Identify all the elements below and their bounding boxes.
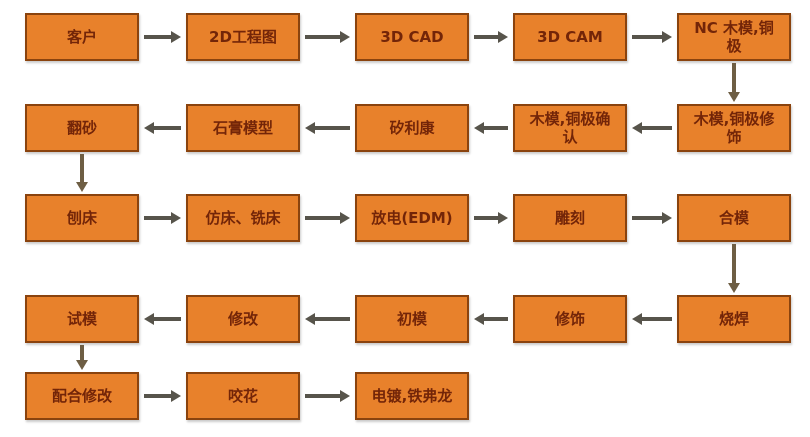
- flow-node-planer: 刨床: [25, 194, 139, 242]
- arrow-down-icon: [76, 154, 88, 192]
- flow-node-silicone: 矽利康: [355, 104, 469, 152]
- arrow-shaft: [732, 244, 736, 284]
- flow-node-3d-cad: 3D CAD: [355, 13, 469, 61]
- flow-node-wood-copper-trim: 木模,铜极修饰: [677, 104, 791, 152]
- flow-node-engraving: 雕刻: [513, 194, 627, 242]
- arrow-head: [632, 122, 642, 134]
- flow-node-modification: 修改: [186, 295, 300, 343]
- arrow-shaft: [144, 216, 172, 220]
- arrow-head: [76, 360, 88, 370]
- flow-node-customer: 客户: [25, 13, 139, 61]
- arrow-shaft: [632, 35, 663, 39]
- arrow-left-icon: [474, 313, 508, 325]
- arrow-right-icon: [632, 31, 672, 43]
- arrow-down-icon: [728, 244, 740, 293]
- arrow-right-icon: [632, 212, 672, 224]
- arrow-head: [171, 31, 181, 43]
- arrow-head: [340, 212, 350, 224]
- arrow-head: [662, 212, 672, 224]
- arrow-shaft: [80, 154, 84, 183]
- arrow-right-icon: [144, 390, 181, 402]
- arrow-shaft: [474, 35, 499, 39]
- arrow-shaft: [641, 126, 672, 130]
- arrow-shaft: [483, 126, 508, 130]
- arrow-shaft: [483, 317, 508, 321]
- flow-node-nc-wood-copper: NC 木模,铜极: [677, 13, 791, 61]
- flow-node-fitting-modify: 配合修改: [25, 372, 139, 420]
- arrow-head: [76, 182, 88, 192]
- flow-node-3d-cam: 3D CAM: [513, 13, 627, 61]
- arrow-right-icon: [305, 31, 350, 43]
- arrow-head: [498, 31, 508, 43]
- arrow-right-icon: [144, 31, 181, 43]
- arrow-left-icon: [305, 313, 350, 325]
- arrow-shaft: [153, 126, 181, 130]
- arrow-shaft: [474, 216, 499, 220]
- arrow-shaft: [153, 317, 181, 321]
- arrow-shaft: [732, 63, 736, 93]
- arrow-head: [305, 313, 315, 325]
- flow-node-first-mold: 初模: [355, 295, 469, 343]
- flow-node-mold-trial: 试模: [25, 295, 139, 343]
- arrow-shaft: [641, 317, 672, 321]
- arrow-left-icon: [144, 122, 181, 134]
- arrow-head: [662, 31, 672, 43]
- arrow-head: [498, 212, 508, 224]
- arrow-head: [171, 390, 181, 402]
- flow-node-2d-drawing: 2D工程图: [186, 13, 300, 61]
- arrow-shaft: [144, 394, 172, 398]
- arrow-right-icon: [474, 212, 508, 224]
- arrow-shaft: [144, 35, 172, 39]
- flow-node-plating-teflon: 电镀,铁弗龙: [355, 372, 469, 420]
- flow-node-texturing: 咬花: [186, 372, 300, 420]
- arrow-down-icon: [728, 63, 740, 102]
- arrow-head: [474, 122, 484, 134]
- arrow-shaft: [305, 35, 341, 39]
- arrow-head: [632, 313, 642, 325]
- arrow-head: [171, 212, 181, 224]
- flow-node-plaster-model: 石膏模型: [186, 104, 300, 152]
- arrow-head: [144, 122, 154, 134]
- arrow-right-icon: [144, 212, 181, 224]
- arrow-head: [340, 390, 350, 402]
- flow-node-mold-closing: 合模: [677, 194, 791, 242]
- arrow-head: [340, 31, 350, 43]
- arrow-shaft: [305, 394, 341, 398]
- arrow-head: [144, 313, 154, 325]
- arrow-left-icon: [144, 313, 181, 325]
- flow-node-welding: 烧焊: [677, 295, 791, 343]
- arrow-down-icon: [76, 345, 88, 370]
- arrow-left-icon: [632, 313, 672, 325]
- arrow-right-icon: [474, 31, 508, 43]
- arrow-head: [305, 122, 315, 134]
- arrow-head: [728, 92, 740, 102]
- arrow-right-icon: [305, 390, 350, 402]
- arrow-shaft: [305, 216, 341, 220]
- arrow-head: [728, 283, 740, 293]
- arrow-shaft: [314, 317, 350, 321]
- arrow-shaft: [80, 345, 84, 361]
- arrow-left-icon: [474, 122, 508, 134]
- arrow-shaft: [314, 126, 350, 130]
- flow-node-edm: 放电(EDM): [355, 194, 469, 242]
- arrow-shaft: [632, 216, 663, 220]
- flow-node-trimming: 修饰: [513, 295, 627, 343]
- flow-node-copy-mill: 仿床、铣床: [186, 194, 300, 242]
- arrow-head: [474, 313, 484, 325]
- arrow-right-icon: [305, 212, 350, 224]
- arrow-left-icon: [632, 122, 672, 134]
- arrow-left-icon: [305, 122, 350, 134]
- flow-node-sand-casting: 翻砂: [25, 104, 139, 152]
- flow-node-wood-copper-confirm: 木模,铜极确认: [513, 104, 627, 152]
